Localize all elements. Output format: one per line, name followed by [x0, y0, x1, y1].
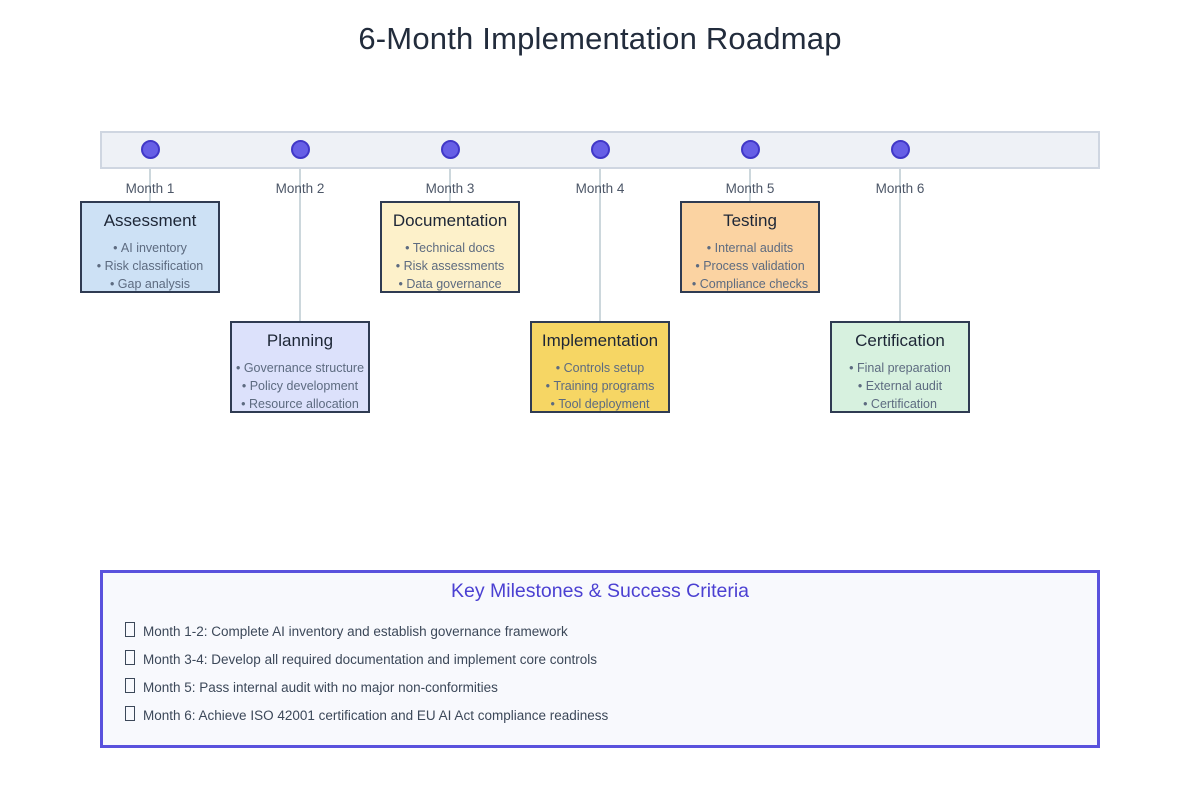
phase-title: Documentation: [392, 211, 508, 230]
milestone-item: Month 3-4: Develop all required document…: [125, 646, 1075, 674]
connector-line-month-6: [899, 169, 901, 321]
phase-item: Governance structure: [232, 359, 368, 377]
phase-item: Data governance: [382, 275, 518, 293]
phase-box-implementation: Implementation Controls setup Training p…: [530, 321, 670, 413]
connector-line-month-5: [749, 169, 751, 201]
phase-item: Policy development: [232, 377, 368, 395]
connector-line-month-2: [299, 169, 301, 321]
timeline-bar: [100, 131, 1100, 169]
month-label-6: Month 6: [875, 181, 925, 196]
phase-title: Testing: [723, 211, 777, 230]
phase-item: Tool deployment: [532, 395, 668, 413]
phase-title: Certification: [855, 331, 945, 350]
connector-line-month-3: [449, 169, 451, 201]
phase-item: Risk assessments: [382, 257, 518, 275]
phase-title: Implementation: [541, 331, 659, 350]
phase-title: Planning: [266, 331, 334, 350]
timeline-dot-month-6: [891, 140, 910, 159]
phase-box-documentation: Documentation Technical docs Risk assess…: [380, 201, 520, 293]
milestone-item: Month 5: Pass internal audit with no maj…: [125, 674, 1075, 702]
phase-item: Technical docs: [382, 239, 518, 257]
milestone-item: Month 1-2: Complete AI inventory and est…: [125, 618, 1075, 646]
timeline-dot-month-5: [741, 140, 760, 159]
missing-glyph-icon: [125, 622, 135, 637]
phase-item: Compliance checks: [682, 275, 818, 293]
missing-glyph-icon: [125, 650, 135, 665]
phase-item: Internal audits: [682, 239, 818, 257]
phase-item: Risk classification: [82, 257, 218, 275]
milestone-text: Month 6: Achieve ISO 42001 certification…: [143, 708, 609, 723]
phase-box-testing: Testing Internal audits Process validati…: [680, 201, 820, 293]
phase-item: Resource allocation: [232, 395, 368, 413]
connector-line-month-1: [149, 169, 151, 201]
phase-item: Gap analysis: [82, 275, 218, 293]
phase-item: Final preparation: [832, 359, 968, 377]
phase-item: Certification: [832, 395, 968, 413]
phase-box-certification: Certification Final preparation External…: [830, 321, 970, 413]
connector-line-month-4: [599, 169, 601, 321]
missing-glyph-icon: [125, 678, 135, 693]
milestone-item: Month 6: Achieve ISO 42001 certification…: [125, 702, 1075, 730]
timeline-dot-month-4: [591, 140, 610, 159]
milestone-text: Month 5: Pass internal audit with no maj…: [143, 680, 498, 695]
milestone-text: Month 1-2: Complete AI inventory and est…: [143, 624, 568, 639]
month-label-3: Month 3: [425, 181, 475, 196]
milestones-panel: Key Milestones & Success Criteria Month …: [100, 570, 1100, 748]
phase-box-planning: Planning Governance structure Policy dev…: [230, 321, 370, 413]
phase-title: Assessment: [103, 211, 197, 230]
phase-item: AI inventory: [82, 239, 218, 257]
milestones-title: Key Milestones & Success Criteria: [450, 580, 750, 602]
month-label-4: Month 4: [575, 181, 625, 196]
page-title: 6-Month Implementation Roadmap: [358, 21, 842, 56]
missing-glyph-icon: [125, 706, 135, 721]
phase-item: Process validation: [682, 257, 818, 275]
month-label-1: Month 1: [125, 181, 175, 196]
phase-item: External audit: [832, 377, 968, 395]
milestone-list: Month 1-2: Complete AI inventory and est…: [125, 618, 1075, 730]
timeline-dot-month-1: [141, 140, 160, 159]
phase-box-assessment: Assessment AI inventory Risk classificat…: [80, 201, 220, 293]
month-label-2: Month 2: [275, 181, 325, 196]
month-label-5: Month 5: [725, 181, 775, 196]
timeline-dot-month-2: [291, 140, 310, 159]
milestone-text: Month 3-4: Develop all required document…: [143, 652, 597, 667]
phase-item: Training programs: [532, 377, 668, 395]
phase-item: Controls setup: [532, 359, 668, 377]
timeline-dot-month-3: [441, 140, 460, 159]
